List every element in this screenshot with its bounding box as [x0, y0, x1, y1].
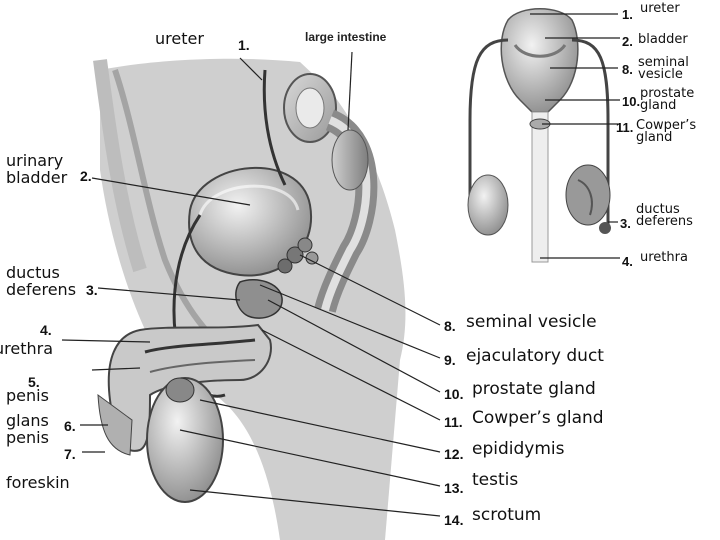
label-epididymis: epididymis [472, 439, 565, 459]
label-scrotum: scrotum [472, 505, 542, 525]
inset-num-11: 11. [616, 120, 634, 135]
num-8-right: 8. [444, 318, 456, 334]
num-13-right: 13. [444, 480, 464, 496]
label-urinary-bladder: urinary bladder [6, 151, 68, 187]
inset-label-ductus-deferens: ductus deferens [636, 202, 693, 229]
label-testis: testis [472, 470, 519, 490]
inset-figure [462, 2, 620, 270]
num-12-right: 12. [444, 446, 464, 462]
inset-num-2: 2. [622, 34, 633, 49]
inset-label-ureter: ureter [640, 1, 680, 16]
inset-num-10: 10. [622, 94, 641, 109]
num-6-left: 6. [64, 418, 76, 434]
num-3-left: 3. [86, 282, 98, 298]
num-9-right: 9. [444, 352, 456, 368]
inset-num-8: 8. [622, 62, 633, 77]
label-cowpers-gland: Cowper’s gland [472, 408, 604, 428]
label-glans-penis: glans penis [6, 411, 49, 447]
label-penis: penis [6, 386, 49, 405]
label-prostate-gland: prostate gland [472, 379, 596, 399]
inset-label-cowpers-gland: Cowper’s gland [636, 118, 697, 145]
label-ejaculatory-duct: ejaculatory duct [466, 346, 604, 366]
inset-num-1: 1. [622, 7, 633, 22]
label-ductus-deferens-left: ductus deferens [6, 263, 77, 299]
num-1-left: 1. [238, 37, 250, 53]
inset-label-urethra: urethra [640, 250, 688, 265]
inset-label-prostate-gland: prostate gland [640, 86, 695, 113]
num-10-right: 10. [444, 386, 464, 402]
label-ureter-left: ureter [155, 29, 204, 48]
label-seminal-vesicle: seminal vesicle [466, 312, 597, 332]
num-4-left: 4. [40, 322, 52, 338]
num-5-left: 5. [28, 374, 40, 390]
inset-label-bladder: bladder [638, 32, 688, 47]
label-large-intestine: large intestine [305, 30, 387, 44]
ureter-tube [262, 69, 287, 186]
inset-num-3: 3. [620, 216, 631, 231]
inset-num-4: 4. [622, 254, 633, 269]
right-pointer-lines [179, 51, 441, 517]
prostate-shape [235, 278, 283, 319]
label-foreskin: foreskin [6, 473, 70, 492]
scrotum-shape [146, 377, 224, 503]
num-11-right: 11. [444, 414, 463, 430]
num-7-left: 7. [64, 446, 76, 462]
inset-label-seminal-vesicle: seminal vesicle [638, 55, 689, 82]
left-pointer-lines [61, 177, 251, 453]
num-2-left: 2. [80, 168, 92, 184]
large-intestine [283, 73, 378, 313]
label-urethra-left: urethra [0, 339, 54, 358]
num-14-right: 14. [444, 512, 464, 528]
